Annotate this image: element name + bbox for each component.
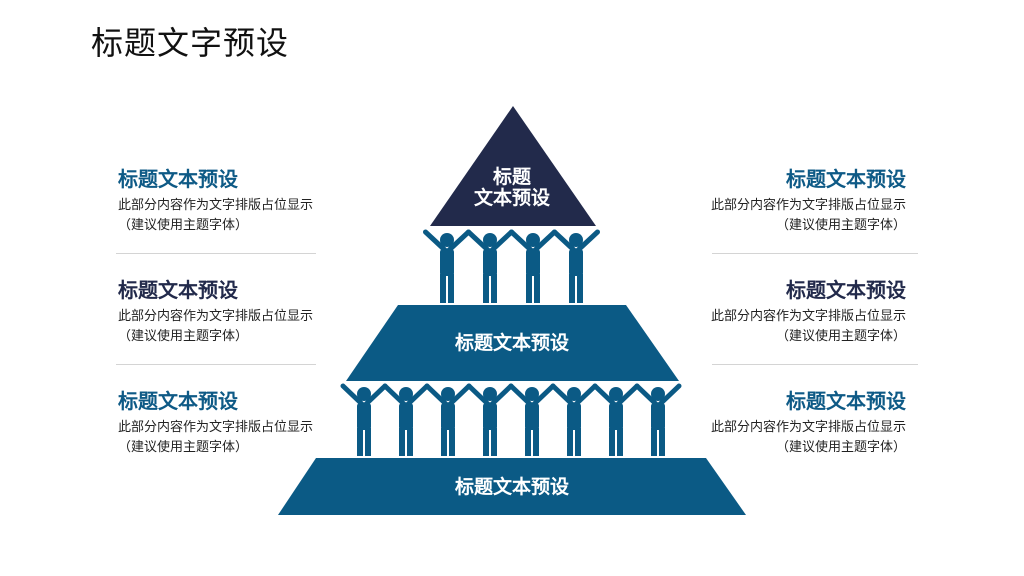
pyramid-bottom-tier: [278, 458, 746, 515]
right-divider-2: [712, 364, 918, 365]
figure-leg: [609, 428, 615, 456]
figure-head: [441, 387, 455, 401]
right-item-1-line1: 此部分内容作为文字排版占位显示: [710, 198, 906, 213]
figure-head: [567, 387, 581, 401]
figure-head: [483, 387, 497, 401]
figure-leg: [534, 274, 540, 303]
pyramid-middle-tier: [346, 305, 679, 381]
figure-leg: [575, 428, 581, 456]
figure-body: [567, 403, 581, 430]
bottom-tier-label: 标题文本预设: [455, 475, 569, 498]
figure-leg: [567, 428, 573, 456]
figure-body: [525, 403, 539, 430]
figure-leg: [441, 428, 447, 456]
left-item-3-line1: 此部分内容作为文字排版占位显示: [118, 420, 314, 435]
figure-head: [525, 387, 539, 401]
figure-leg: [440, 274, 446, 303]
figure-head: [483, 233, 497, 247]
figure-head: [440, 233, 454, 247]
figure-leg: [483, 274, 489, 303]
figure-head: [357, 387, 371, 401]
lower-figure-row: [340, 383, 682, 456]
figure-leg: [449, 428, 455, 456]
left-item-1-title: 标题文本预设: [118, 167, 238, 191]
figure-head: [526, 233, 540, 247]
figure-leg: [617, 428, 623, 456]
left-item-1: 标题文本预设 此部分内容作为文字排版占位显示 （建议使用主题字体）: [118, 166, 358, 236]
figure-leg: [491, 428, 497, 456]
figure-leg: [526, 274, 532, 303]
figure-leg: [448, 274, 454, 303]
figure-leg: [399, 428, 405, 456]
figure-leg: [659, 428, 665, 456]
figure-leg: [651, 428, 657, 456]
left-item-2-title: 标题文本预设: [118, 278, 238, 302]
figure-body: [483, 403, 497, 430]
right-item-2: 标题文本预设 此部分内容作为文字排版占位显示 （建议使用主题字体）: [666, 277, 906, 347]
right-item-1-line2: （建议使用主题字体）: [775, 218, 906, 233]
figure-leg: [365, 428, 371, 456]
right-item-1-title: 标题文本预设: [786, 167, 906, 191]
top-tier-label-line1: 标题: [493, 166, 531, 188]
figure-leg: [491, 274, 497, 303]
right-item-2-line2: （建议使用主题字体）: [775, 329, 906, 344]
left-item-3-line2: （建议使用主题字体）: [118, 440, 249, 455]
figure-head: [399, 387, 413, 401]
top-tier-label-line2: 文本预设: [474, 186, 550, 209]
left-item-2: 标题文本预设 此部分内容作为文字排版占位显示 （建议使用主题字体）: [118, 277, 358, 347]
right-item-3-title: 标题文本预设: [786, 389, 906, 413]
left-item-2-line1: 此部分内容作为文字排版占位显示: [118, 309, 314, 324]
figure-body: [651, 403, 665, 430]
figure-leg: [577, 274, 583, 303]
figure-head: [609, 387, 623, 401]
middle-tier-label: 标题文本预设: [455, 331, 569, 354]
left-item-1-line1: 此部分内容作为文字排版占位显示: [118, 198, 314, 213]
left-item-3: 标题文本预设 此部分内容作为文字排版占位显示 （建议使用主题字体）: [118, 388, 358, 458]
figure-leg: [483, 428, 489, 456]
right-item-3-line1: 此部分内容作为文字排版占位显示: [710, 420, 906, 435]
upper-figure-row: [423, 229, 600, 303]
figure-body: [569, 249, 583, 276]
figure-head: [569, 233, 583, 247]
figure-body: [609, 403, 623, 430]
left-item-1-line2: （建议使用主题字体）: [118, 218, 249, 233]
right-item-3-line2: （建议使用主题字体）: [775, 440, 906, 455]
right-item-2-line1: 此部分内容作为文字排版占位显示: [710, 309, 906, 324]
right-divider-1: [712, 253, 918, 254]
figure-body: [441, 403, 455, 430]
right-item-3: 标题文本预设 此部分内容作为文字排版占位显示 （建议使用主题字体）: [666, 388, 906, 458]
page-title: 标题文字预设: [91, 24, 290, 62]
figure-leg: [569, 274, 575, 303]
pyramid-top-tier: [430, 106, 596, 226]
left-divider-1: [116, 253, 316, 254]
figure-body: [483, 249, 497, 276]
figure-leg: [525, 428, 531, 456]
figure-leg: [533, 428, 539, 456]
left-divider-2: [116, 364, 316, 365]
left-item-2-line2: （建议使用主题字体）: [118, 329, 249, 344]
right-item-1: 标题文本预设 此部分内容作为文字排版占位显示 （建议使用主题字体）: [666, 166, 906, 236]
left-item-3-title: 标题文本预设: [118, 389, 238, 413]
figure-body: [399, 403, 413, 430]
figure-head: [651, 387, 665, 401]
figure-leg: [357, 428, 363, 456]
figure-body: [440, 249, 454, 276]
right-item-2-title: 标题文本预设: [786, 278, 906, 302]
figure-leg: [407, 428, 413, 456]
figure-body: [357, 403, 371, 430]
figure-body: [526, 249, 540, 276]
